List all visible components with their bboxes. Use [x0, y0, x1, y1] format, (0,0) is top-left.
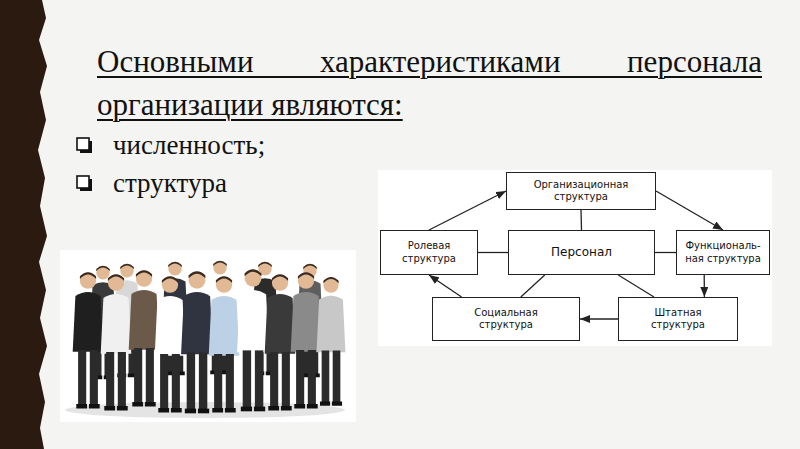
person-figure — [101, 274, 132, 410]
box-label: Функциональ- ная структура — [681, 240, 765, 265]
people-photo — [73, 261, 346, 414]
person-figure — [181, 271, 213, 413]
bullet-box — [77, 176, 92, 191]
person-figure — [291, 272, 322, 408]
connector — [521, 275, 545, 297]
slide-title: Основными характеристиками персонала орг… — [97, 40, 762, 126]
person-figure — [237, 269, 269, 411]
person-figure — [265, 274, 296, 410]
connector — [429, 275, 462, 297]
box-label: Персонал — [551, 245, 612, 260]
structure-box: Социальная структура — [432, 297, 580, 341]
person-figure — [209, 276, 240, 412]
bullet-square — [77, 138, 89, 150]
connector — [580, 318, 618, 319]
connector — [580, 210, 582, 230]
person-figure — [73, 272, 104, 408]
structure-box: Персонал — [508, 230, 655, 275]
bullet-item: структура — [113, 166, 227, 200]
structure-box: Функциональ- ная структура — [676, 230, 770, 275]
bullet-square — [77, 176, 89, 188]
box-label: Ролевая структура — [391, 240, 467, 265]
torn-edge-strip — [0, 0, 47, 449]
box-label: Организационная структура — [513, 179, 649, 204]
person-figure — [129, 270, 160, 406]
box-label: Штатная структура — [641, 307, 715, 332]
person-figure — [155, 276, 186, 412]
bullet-box — [77, 138, 92, 153]
structure-box: Штатная структура — [618, 297, 738, 341]
bullet-item: численность; — [113, 128, 265, 162]
connector — [704, 275, 706, 297]
structure-box: Ролевая структура — [380, 230, 478, 275]
connector — [655, 252, 676, 253]
structure-box: Организационная структура — [506, 172, 656, 210]
connector — [478, 252, 508, 253]
photo-ground — [60, 250, 356, 422]
connector — [656, 191, 723, 230]
diagram-panel — [378, 170, 772, 346]
connector — [429, 191, 506, 230]
connector — [618, 275, 654, 297]
person-figure — [317, 277, 346, 406]
box-label: Социальная структура — [459, 307, 553, 332]
